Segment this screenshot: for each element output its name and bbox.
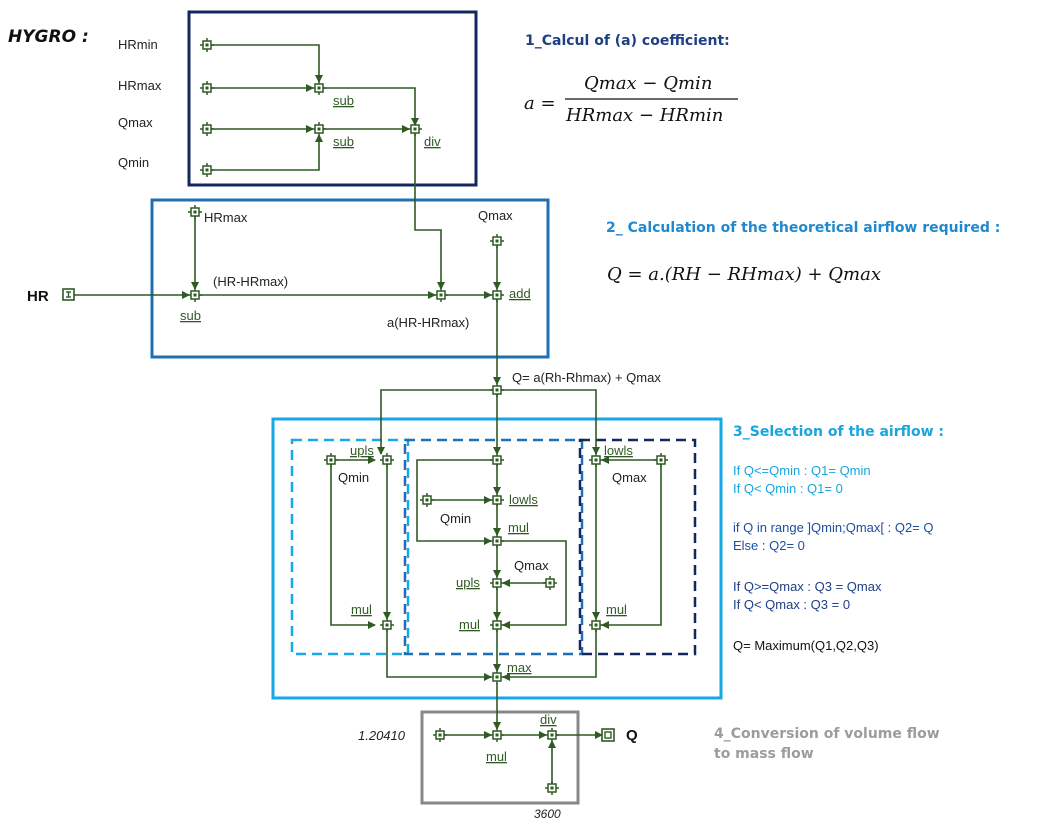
heading-conversion-line1: 4_Conversion of volume flow: [714, 726, 940, 742]
dashed-box-upper-limit: [578, 438, 697, 656]
port-mul-mid: [489, 533, 505, 549]
diagram-title: HYGRO :: [8, 27, 89, 47]
dashed-box-range: [403, 438, 584, 656]
rule-q2-b: Else : Q2= 0: [733, 538, 805, 553]
port-sub2: [311, 121, 327, 137]
label-upls1: upls: [350, 443, 374, 458]
port-div-conv: [544, 727, 560, 743]
rule-max: Q= Maximum(Q1,Q2,Q3): [733, 638, 879, 653]
port-upls2: [489, 575, 505, 591]
label-hrmax2: HRmax: [204, 210, 248, 225]
label-qmin: Qmin: [118, 155, 149, 170]
box-coefficient: [187, 10, 478, 187]
port-mul-mid2: [489, 617, 505, 633]
heading-coefficient: 1_Calcul of (a) coefficient:: [525, 33, 730, 49]
wires-section3: [330, 389, 662, 681]
label-qmax2: Qmax: [478, 208, 513, 223]
port-mul-conv: [489, 727, 505, 743]
port-qmax-right: [653, 452, 669, 468]
equation-a-numerator: Qmax − Qmin: [584, 73, 712, 94]
heading-conversion-line2: to mass flow: [714, 746, 814, 762]
label-qmax-mid: Qmax: [514, 558, 549, 573]
label-q-output: Q: [626, 727, 638, 744]
port-lowls2: [588, 452, 604, 468]
rule-q2-a: if Q in range ]Qmin;Qmax[ : Q2= Q: [733, 520, 933, 535]
label-hrmin: HRmin: [118, 37, 158, 52]
equation-a: a = Qmax − Qmin HRmax − HRmin: [524, 73, 738, 126]
port-mul-a: [433, 287, 449, 303]
port-hrmax: [199, 80, 215, 96]
label-qmin-mid: Qmin: [440, 511, 471, 526]
heading-selection: 3_Selection of the airflow :: [733, 424, 944, 440]
label-qmin-left: Qmin: [338, 470, 369, 485]
port-mul-right: [588, 617, 604, 633]
port-hrmin: [199, 37, 215, 53]
port-q: [489, 382, 505, 398]
label-lowls1: lowls: [509, 492, 538, 507]
port-max: [489, 669, 505, 685]
port-qmax2: [489, 233, 505, 249]
equation-a-lhs: a =: [524, 93, 556, 114]
rule-q1-b: If Q< Qmin : Q1= 0: [733, 481, 843, 496]
label-mul-right: mul: [606, 602, 627, 617]
box-theoretical-airflow: [150, 198, 550, 359]
label-hr: HR: [27, 288, 49, 305]
label-mul-conv: mul: [486, 749, 507, 764]
heading-theoretical-airflow: 2_ Calculation of the theoretical airflo…: [606, 220, 1000, 236]
label-hrmax: HRmax: [118, 78, 162, 93]
label-const-density: 1.20410: [358, 728, 406, 743]
label-sub2: sub: [333, 134, 354, 149]
label-lowls2: lowls: [604, 443, 633, 458]
q-terminal: [601, 728, 615, 742]
port-upls1: [379, 452, 395, 468]
label-q-expr: Q= a(Rh-Rhmax) + Qmax: [512, 370, 661, 385]
label-mul-left: mul: [351, 602, 372, 617]
wires-section1: [207, 44, 445, 290]
port-split-mid: [489, 452, 505, 468]
label-qmax: Qmax: [118, 115, 153, 130]
port-qmax-mid: [542, 575, 558, 591]
label-add: add: [509, 286, 531, 301]
label-sub3: sub: [180, 308, 201, 323]
port-sub3: [187, 287, 203, 303]
rule-q3-a: If Q>=Qmax : Q3 = Qmax: [733, 579, 882, 594]
equation-q: Q = a.(RH − RHmax) + Qmax: [607, 264, 881, 285]
port-sub1: [311, 80, 327, 96]
label-upls2: upls: [456, 575, 480, 590]
port-lowls1: [489, 492, 505, 508]
label-a-hr: a(HR-HRmax): [387, 315, 469, 330]
label-const-3600: 3600: [534, 807, 561, 821]
dashed-box-lower-limit: [290, 438, 410, 656]
port-qmin-left: [323, 452, 339, 468]
label-qmax-right: Qmax: [612, 470, 647, 485]
label-div-conv: div: [540, 712, 557, 727]
port-add: [489, 287, 505, 303]
wires-section2: [74, 212, 501, 385]
label-max: max: [507, 660, 532, 675]
label-sub1: sub: [333, 93, 354, 108]
rule-q3-b: If Q< Qmax : Q3 = 0: [733, 597, 850, 612]
port-hrmax2: [187, 204, 203, 220]
port-qmax: [199, 121, 215, 137]
label-mul-mid: mul: [508, 520, 529, 535]
label-mul-mid2: mul: [459, 617, 480, 632]
port-mul-left: [379, 617, 395, 633]
port-const-density: [432, 727, 448, 743]
port-const-3600: [544, 780, 560, 796]
rule-q1-a: If Q<=Qmin : Q1= Qmin: [733, 463, 871, 478]
label-hr-minus-hrmax: (HR-HRmax): [213, 274, 288, 289]
label-div1: div: [424, 134, 441, 149]
port-div1: [407, 121, 423, 137]
wires-section4: [440, 683, 603, 788]
port-qmin: [199, 162, 215, 178]
hr-terminal: [62, 288, 75, 301]
equation-a-denominator: HRmax − HRmin: [565, 105, 723, 126]
box-conversion: [420, 710, 580, 805]
port-qmin-mid: [419, 492, 435, 508]
